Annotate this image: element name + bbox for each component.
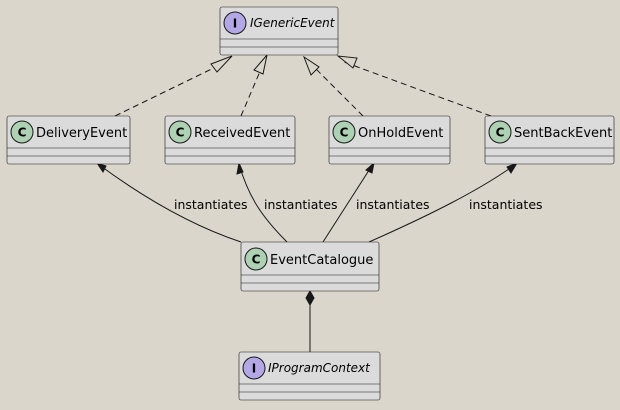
composition-edge xyxy=(305,289,315,352)
edge-label-sentback: instantiates xyxy=(469,197,543,212)
class-badge-icon xyxy=(488,120,512,144)
class-badge-glyph: C xyxy=(340,126,349,140)
interface-iprogramcontext[interactable]: I IProgramContext xyxy=(238,351,381,401)
arrow-head-icon xyxy=(95,162,107,173)
class-onholdevent[interactable]: C OnHoldEvent xyxy=(328,115,451,165)
class-sentbackevent[interactable]: C SentBackEvent xyxy=(484,115,615,165)
interface-igenericevent[interactable]: I IGenericEvent xyxy=(219,6,339,56)
arrow-head-icon xyxy=(236,161,244,175)
class-name: ReceivedEvent xyxy=(194,126,290,141)
edge-catalogue-to-sentback xyxy=(368,163,517,243)
class-badge-icon xyxy=(244,247,268,271)
class-receivedevent[interactable]: C ReceivedEvent xyxy=(164,115,296,165)
edge-sentback-realizes-igenericevent xyxy=(343,61,492,117)
triangle-head-icon xyxy=(210,55,233,73)
class-badge-glyph: C xyxy=(252,253,261,267)
interface-badge-icon xyxy=(242,356,266,380)
edge-delivery-realizes-igenericevent xyxy=(114,61,227,117)
class-eventcatalogue[interactable]: C EventCatalogue xyxy=(240,241,380,292)
edge-catalogue-to-onhold xyxy=(322,163,374,243)
class-badge-glyph: C xyxy=(18,126,27,140)
class-badge-icon xyxy=(10,120,34,144)
arrow-head-icon xyxy=(365,161,375,174)
interface-name: IGenericEvent xyxy=(250,16,336,30)
class-badge-icon xyxy=(168,120,192,144)
edge-catalogue-to-delivery xyxy=(97,163,242,243)
class-name: DeliveryEvent xyxy=(36,126,127,141)
class-name: OnHoldEvent xyxy=(358,126,443,141)
class-name: SentBackEvent xyxy=(514,126,612,141)
realization-edges xyxy=(114,53,492,117)
class-badge-glyph: C xyxy=(496,126,505,140)
class-deliveryevent[interactable]: C DeliveryEvent xyxy=(6,115,131,165)
edge-label-received: instantiates xyxy=(264,197,338,212)
interface-name: IProgramContext xyxy=(268,361,371,375)
edge-labels: instantiates instantiates instantiates i… xyxy=(174,197,543,212)
interface-badge-glyph: I xyxy=(233,17,237,31)
edge-label-delivery: instantiates xyxy=(174,197,248,212)
interface-badge-icon xyxy=(223,11,247,35)
instantiates-edges xyxy=(95,161,519,243)
edge-onhold-realizes-igenericevent xyxy=(308,61,364,117)
diamond-head-icon xyxy=(305,289,315,307)
class-badge-glyph: C xyxy=(176,126,185,140)
triangle-head-icon xyxy=(336,55,358,69)
edge-label-onhold: instantiates xyxy=(356,197,430,212)
triangle-head-icon xyxy=(302,55,320,76)
class-name: EventCatalogue xyxy=(270,253,373,268)
triangle-head-icon xyxy=(253,53,268,75)
arrow-head-icon xyxy=(506,161,519,174)
interface-badge-glyph: I xyxy=(252,362,256,376)
class-badge-icon xyxy=(332,120,356,144)
edge-catalogue-to-received xyxy=(238,163,288,243)
